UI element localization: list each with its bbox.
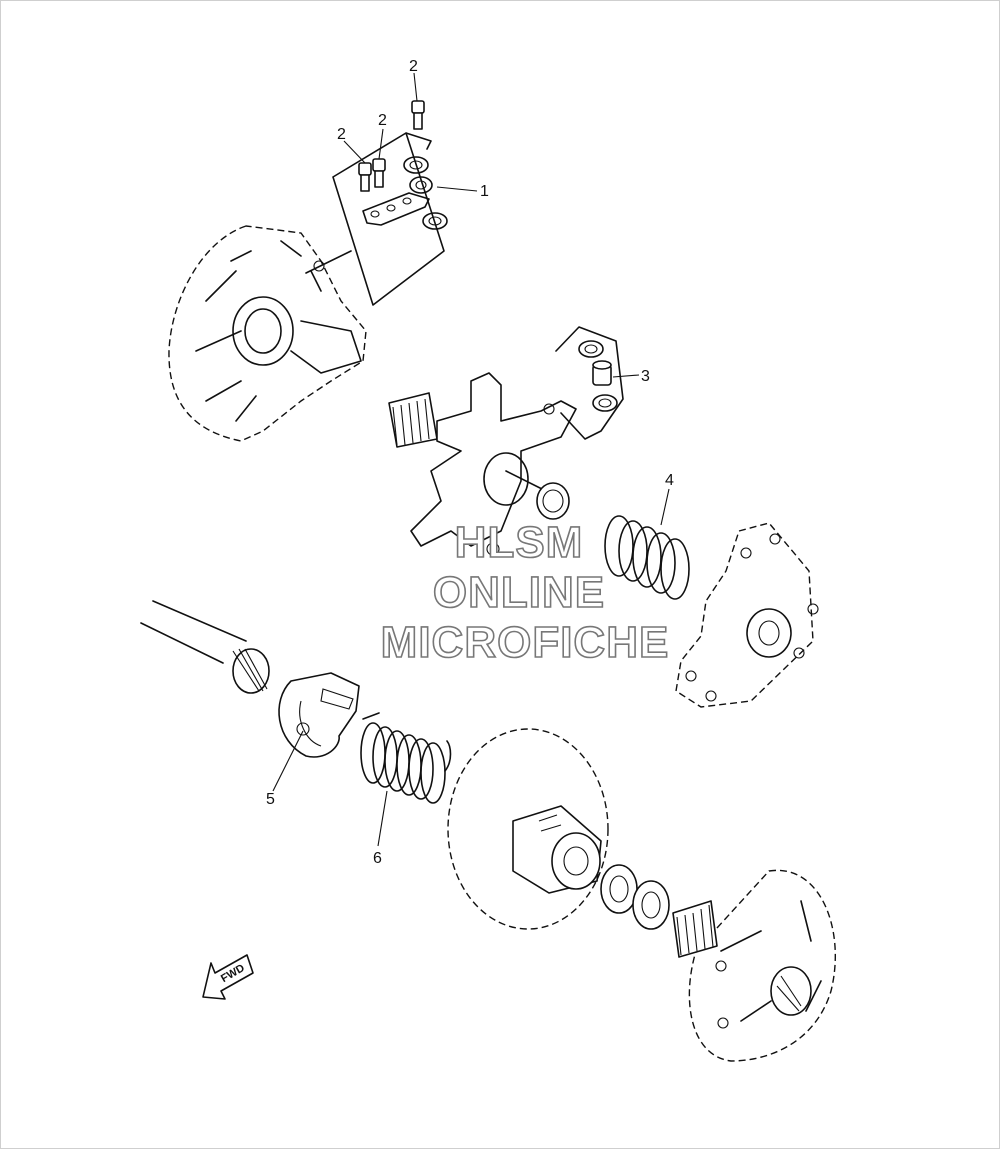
bracket-plate[interactable] — [362, 192, 430, 226]
callout-2-middle: 2 — [378, 112, 387, 129]
callout-2-top: 2 — [409, 58, 418, 75]
bolt-top[interactable] — [411, 100, 425, 130]
assembly-bracket-line — [332, 132, 445, 306]
primary-shaft[interactable] — [140, 600, 270, 694]
weight-bracket-assembly — [305, 100, 448, 306]
cover-plate[interactable] — [675, 522, 819, 708]
washer-inner[interactable] — [632, 880, 670, 930]
callout-5: 5 — [266, 791, 275, 808]
callout-2-left: 2 — [337, 126, 346, 143]
spider-hub[interactable] — [388, 372, 577, 556]
leader-to-sheave — [305, 250, 352, 274]
callout-1: 1 — [480, 183, 489, 200]
callout-4: 4 — [665, 472, 674, 489]
washer-outer[interactable] — [600, 864, 638, 914]
callout-leaders — [272, 72, 670, 847]
collar-sleeve-part3[interactable] — [592, 360, 612, 386]
bolt-left[interactable] — [358, 162, 372, 192]
secondary-fixed-sheave[interactable] — [672, 869, 836, 1062]
spring-part6[interactable] — [360, 712, 452, 804]
fwd-arrow-icon: FWD — [202, 954, 254, 1000]
bolt-middle[interactable] — [372, 158, 386, 188]
callout-3: 3 — [641, 368, 650, 385]
collar-ring-bottom[interactable] — [592, 394, 618, 412]
watermark-line-2: ONLINE — [433, 568, 605, 617]
collar-bracket-line — [555, 326, 624, 440]
secondary-sliding-sheave[interactable] — [447, 728, 609, 930]
primary-fixed-sheave[interactable] — [168, 225, 367, 442]
watermark-line-3: MICROFICHE — [381, 618, 670, 667]
slider-collar-assembly — [555, 326, 624, 440]
watermark-line-1: HLSM — [455, 518, 584, 567]
cam-part5[interactable] — [278, 672, 360, 758]
spring-part4[interactable] — [604, 515, 690, 600]
callout-6: 6 — [373, 850, 382, 867]
collar-ring-top[interactable] — [578, 340, 604, 358]
watermark: HLSM ONLINE MICROFICHE — [380, 517, 670, 668]
